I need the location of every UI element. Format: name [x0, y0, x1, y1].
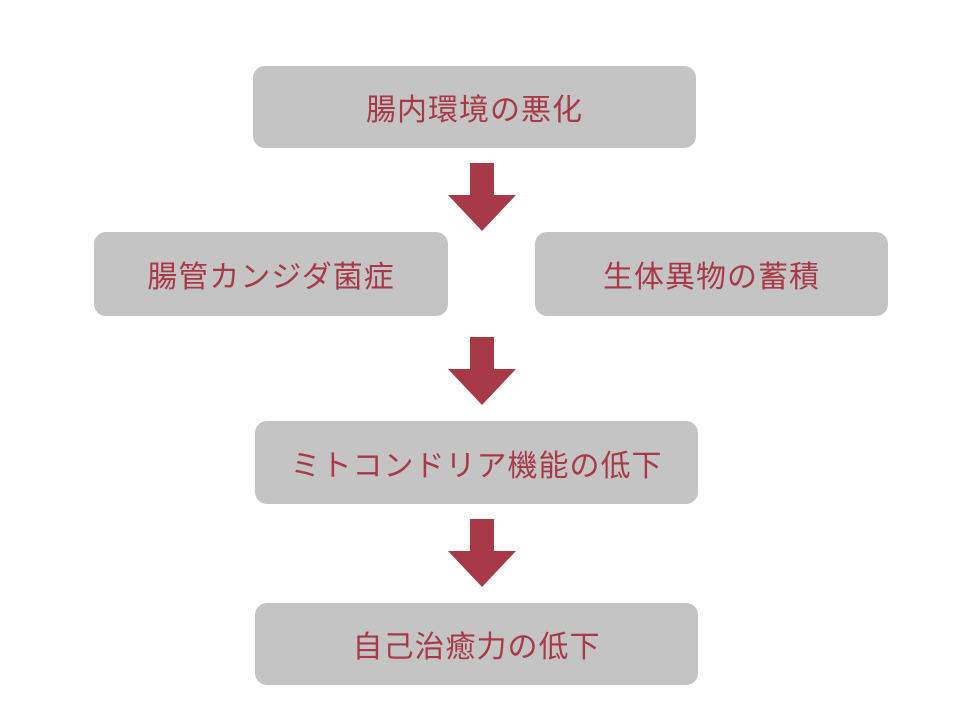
- node-label: 腸管カンジダ菌症: [147, 260, 395, 295]
- node-label: 腸内環境の悪化: [366, 93, 583, 128]
- node-intestinal-candidiasis: 腸管カンジダ菌症: [94, 232, 448, 316]
- node-xenobiotic-accumulation: 生体異物の蓄積: [535, 232, 888, 316]
- node-self-healing-decline: 自己治癒力の低下: [255, 603, 698, 685]
- down-arrow-icon: [448, 519, 516, 587]
- node-label: 自己治癒力の低下: [352, 630, 601, 665]
- down-arrow-icon: [448, 163, 516, 231]
- node-label: 生体異物の蓄積: [603, 260, 820, 295]
- node-mitochondrial-decline: ミトコンドリア機能の低下: [255, 421, 698, 504]
- node-label: ミトコンドリア機能の低下: [290, 448, 663, 484]
- node-gut-environment-deterioration: 腸内環境の悪化: [253, 66, 696, 148]
- down-arrow-icon: [448, 337, 516, 405]
